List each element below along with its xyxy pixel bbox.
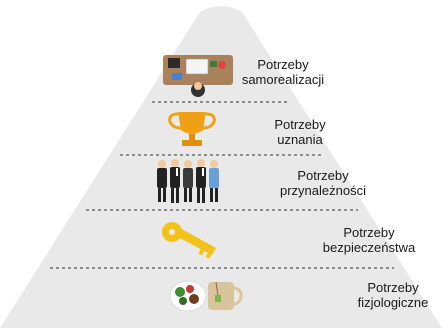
pyramid-shape <box>0 6 442 328</box>
level-3-line2: przynależności <box>280 183 366 198</box>
level-label-belonging: Potrzeby przynależności <box>262 168 384 198</box>
level-4-line2: bezpieczeństwa <box>322 240 416 255</box>
trophy-icon <box>168 112 216 146</box>
level-2-line2: uznania <box>277 132 323 147</box>
food-and-drink-icon <box>169 280 243 312</box>
level-label-physiological: Potrzeby fizjologiczne <box>344 280 442 310</box>
level-4-line1: Potrzeby <box>343 225 395 240</box>
level-dividers <box>50 101 394 269</box>
workspace-desk-icon <box>163 55 233 97</box>
key-icon <box>162 222 216 259</box>
level-1-line1: Potrzeby <box>257 57 309 72</box>
level-label-esteem: Potrzeby uznania <box>262 117 338 147</box>
group-of-people-icon <box>157 159 219 203</box>
level-label-safety: Potrzeby bezpieczeństwa <box>308 225 430 255</box>
level-5-line1: Potrzeby <box>367 280 419 295</box>
level-5-line2: fizjologiczne <box>357 295 429 310</box>
level-1-line2: samorealizacji <box>241 72 325 87</box>
level-3-line1: Potrzeby <box>297 168 349 183</box>
level-label-self-actualization: Potrzeby samorealizacji <box>238 57 328 87</box>
level-2-line1: Potrzeby <box>274 117 326 132</box>
